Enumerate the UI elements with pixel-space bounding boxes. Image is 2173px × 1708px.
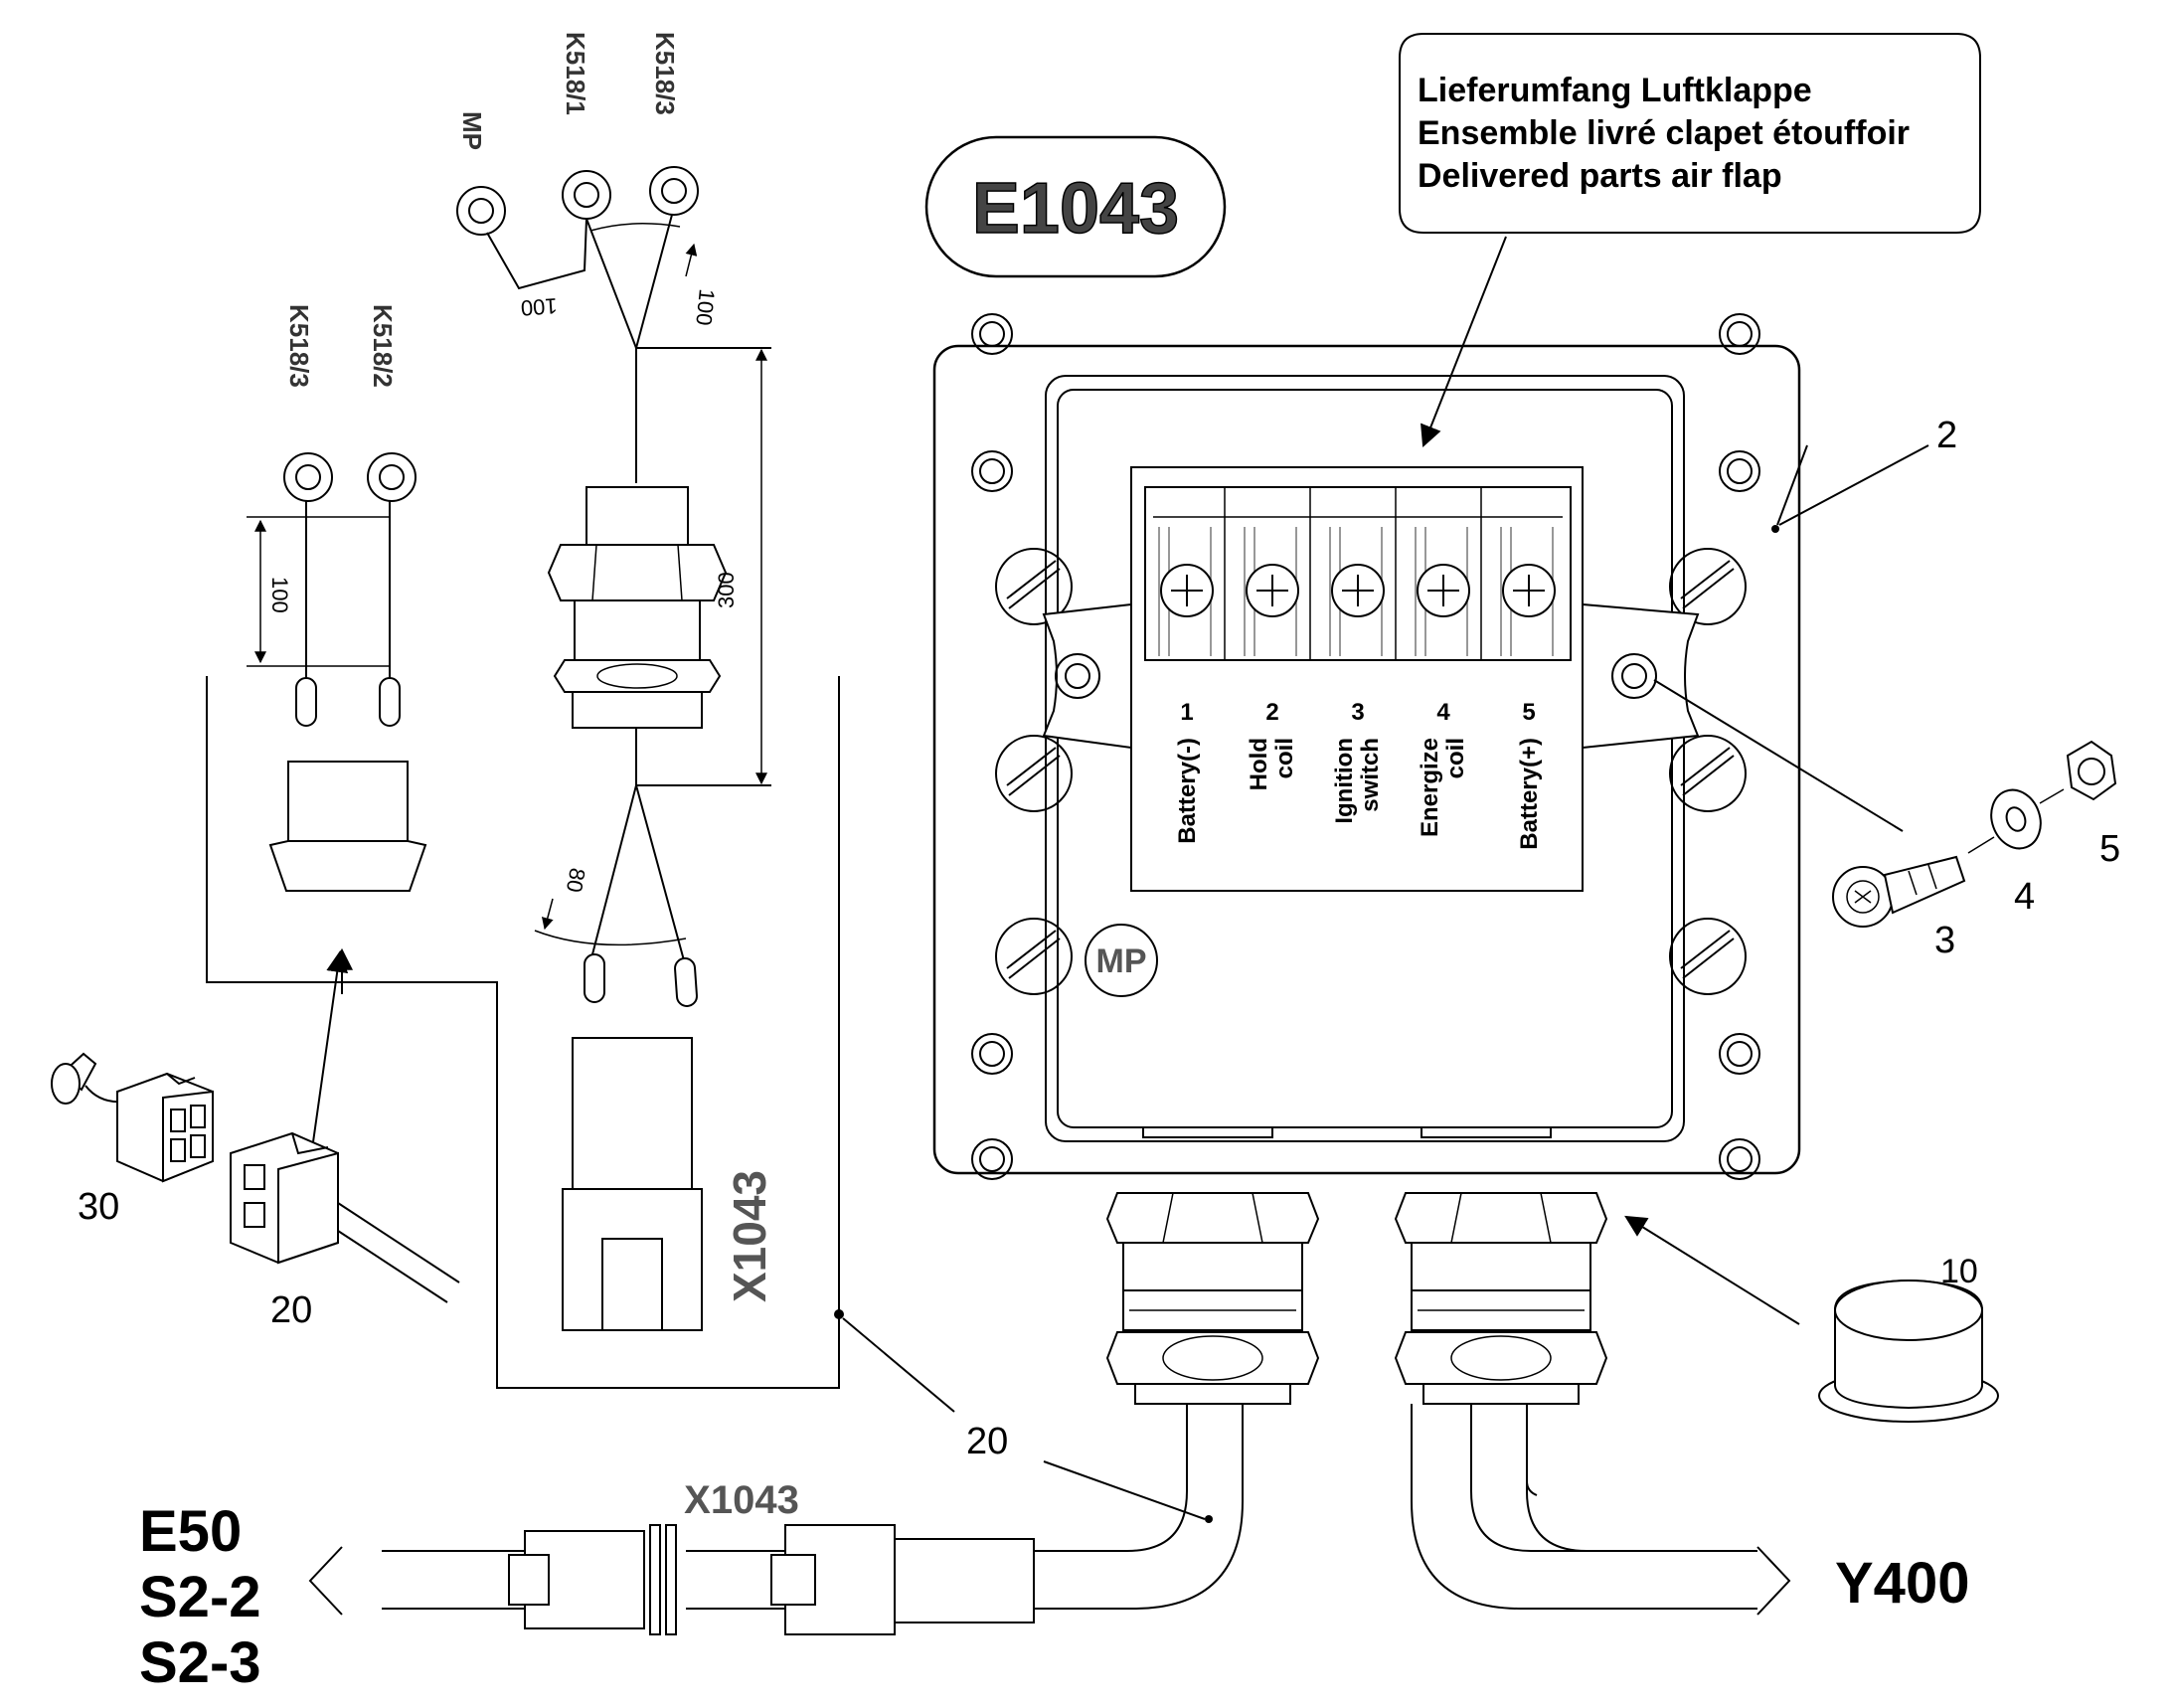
pin-label-k518-3-left: K518/3 [284,304,314,388]
connector-part-20 [230,1131,460,1303]
terminal-2-label-line1: Hold [1246,738,1272,790]
top-harness [456,166,771,1331]
callout-line-3: Delivered parts air flap [1418,157,1782,195]
destination-s2-2: S2-2 [139,1565,261,1629]
pin-label-mp: MP [457,111,487,150]
part-number-3: 3 [1934,920,1955,961]
terminal-numbers: 1 2 3 4 5 [1180,699,1535,726]
part-number-20-center: 20 [966,1421,1008,1462]
callout-line-1: Lieferumfang Luftklappe [1418,72,1812,109]
x1043-vertical-label: X1043 [724,1170,775,1302]
dim-100-left: 100 [267,577,292,613]
left-cable-gland [1105,1192,1320,1405]
slotted-screws [995,548,1747,995]
dim-300: 300 [714,572,739,608]
bottom-plug-left [508,1524,677,1635]
part-number-20-left: 20 [270,1289,312,1331]
part-numbers: 2 3 4 5 10 20 20 30 [78,415,2120,1462]
pin-label-k518-3-top: K518/3 [650,32,680,115]
terminal-4-label-line2: coil [1442,738,1469,778]
x1043-bottom-label: X1043 [684,1478,799,1522]
terminal-2-label-line2: coil [1271,738,1298,778]
terminal-screws [1160,564,1556,617]
dim-100-k518: 100 [691,287,720,326]
terminal-labels: Battery(-) Hold coil Ignition switch Ene… [1174,738,1543,850]
dim-80: 80 [562,866,590,894]
terminal-4-label-line1: Energize [1417,738,1443,837]
part-number-4: 4 [2014,876,2035,918]
terminal-5-label: Battery(+) [1516,738,1543,850]
terminal-4-number: 4 [1436,699,1450,726]
left-harness [206,452,1206,1520]
pin-label-k518-1: K518/1 [561,32,590,115]
terminal-block: 1 2 3 4 5 Battery(-) Hold coil Ignition … [1130,466,1584,892]
cap-part-10 [1818,1279,1999,1423]
terminal-3-number: 3 [1351,699,1364,726]
junction-box: MP [932,313,1801,1180]
delivered-parts-callout: Lieferumfang Luftklappe Ensemble livré c… [1399,33,1981,448]
right-cable-gland [1394,1192,1608,1405]
destination-e50: E50 [139,1499,242,1564]
part-number-2: 2 [1936,415,1957,456]
destination-y400: Y400 [1835,1551,1969,1616]
right-destination-arrow [1756,1546,1791,1616]
washer-part-4 [1990,788,2042,850]
e1043-badge: E1043 [924,135,1227,278]
callout-line-2: Ensemble livré clapet étouffoir [1418,114,1910,152]
terminal-3-label-line1: Ignition [1331,738,1358,824]
terminal-5-number: 5 [1522,699,1535,726]
mp-badge: MP [1096,942,1147,980]
screw-part-3 [1832,855,1966,928]
dim-100-mp: 100 [520,293,558,321]
part-number-5: 5 [2099,828,2120,870]
terminal-3-label-line2: switch [1357,738,1384,812]
left-destination-arrow [308,1546,343,1616]
box-bolts [971,313,1760,1180]
terminal-1-number: 1 [1180,699,1193,726]
bottom-cables [382,1404,1757,1610]
nut-part-5 [2066,740,2117,801]
terminal-2-number: 2 [1265,699,1278,726]
terminal-1-label: Battery(-) [1174,738,1201,844]
e1043-label: E1043 [972,169,1179,249]
pin-labels: MP K518/1 K518/3 K518/3 K518/2 [284,32,680,388]
part-number-30: 30 [78,1186,119,1228]
bottom-plug-right [770,1524,1035,1635]
dimension-labels: 100 100 100 300 80 [267,287,739,894]
connector-part-30 [51,1052,214,1183]
part-number-10: 10 [1940,1253,1978,1290]
pin-label-k518-2: K518/2 [368,304,398,388]
destination-s2-3: S2-3 [139,1630,261,1695]
